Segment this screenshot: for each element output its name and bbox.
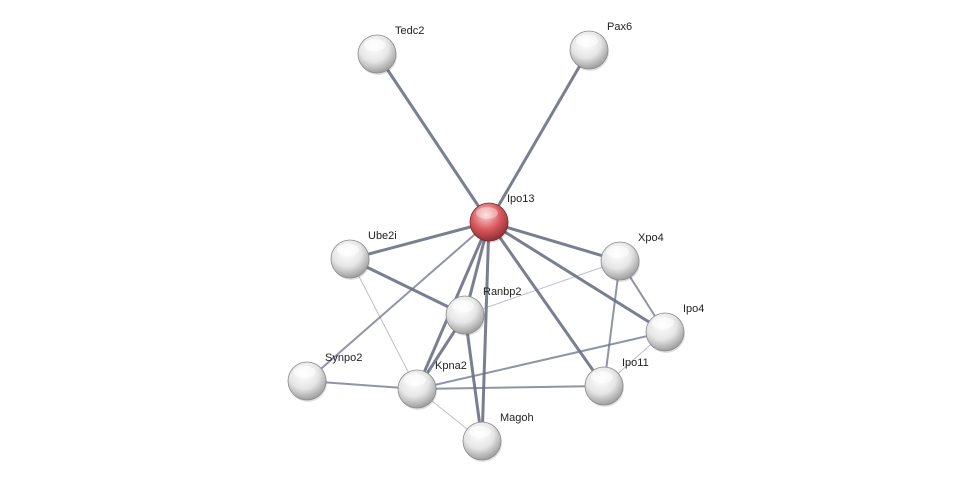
node-ipo13[interactable]: Ipo13: [469, 193, 535, 243]
node-magoh[interactable]: Magoh: [462, 412, 534, 462]
node-label-ipo13: Ipo13: [507, 193, 535, 205]
node-label-ipo4: Ipo4: [683, 303, 704, 315]
node-gloss: [452, 300, 474, 312]
node-tedc2[interactable]: Tedc2: [357, 25, 424, 75]
edge-ipo13-ipo11: [487, 220, 606, 388]
node-label-magoh: Magoh: [500, 412, 534, 424]
node-label-ipo11: Ipo11: [622, 357, 649, 369]
node-gloss: [576, 35, 598, 47]
node-ipo11[interactable]: Ipo11: [584, 357, 649, 407]
edge-ipo13-tedc2: [375, 52, 491, 224]
node-label-ranbp2: Ranbp2: [483, 286, 522, 298]
node-synpo2[interactable]: Synpo2: [287, 352, 362, 402]
node-kpna2[interactable]: Kpna2: [397, 360, 467, 410]
edge-xpo4-ipo11: [603, 260, 621, 387]
node-label-kpna2: Kpna2: [435, 360, 467, 372]
edge-ipo13-magoh: [480, 220, 491, 443]
node-gloss: [294, 366, 316, 378]
query-node-circle[interactable]: [469, 202, 509, 242]
node-ube2i[interactable]: Ube2i: [330, 230, 397, 280]
edge-ipo13-pax6: [487, 48, 591, 224]
node-ranbp2[interactable]: Ranbp2: [445, 286, 522, 336]
node-gloss: [607, 246, 629, 258]
edges-layer: [306, 48, 667, 443]
node-label-ube2i: Ube2i: [368, 230, 397, 242]
node-gloss: [337, 244, 359, 256]
edge-ranbp2-xpo4: [464, 260, 621, 316]
node-gloss: [469, 426, 491, 438]
node-label-xpo4: Xpo4: [638, 232, 664, 244]
edge-ipo13-ipo4: [487, 220, 667, 334]
node-gloss: [476, 207, 498, 219]
edge-ube2i-ranbp2: [348, 257, 467, 317]
edge-ube2i-kpna2: [349, 258, 418, 390]
edge-kpna2-ipo11: [416, 385, 605, 390]
edge-ipo13-xpo4: [487, 220, 622, 263]
node-gloss: [364, 39, 386, 51]
edge-kpna2-ipo4: [416, 331, 666, 390]
node-ipo4[interactable]: Ipo4: [645, 303, 704, 353]
node-pax6[interactable]: Pax6: [569, 21, 632, 71]
node-label-tedc2: Tedc2: [395, 25, 424, 37]
edge-ipo13-synpo2: [306, 221, 490, 382]
node-label-synpo2: Synpo2: [325, 352, 362, 364]
edge-ranbp2-magoh: [463, 313, 484, 443]
node-label-pax6: Pax6: [607, 21, 632, 33]
node-xpo4[interactable]: Xpo4: [600, 232, 664, 282]
node-gloss: [404, 374, 426, 386]
edge-ipo13-ube2i: [348, 220, 491, 261]
node-gloss: [652, 317, 674, 329]
node-gloss: [591, 371, 613, 383]
